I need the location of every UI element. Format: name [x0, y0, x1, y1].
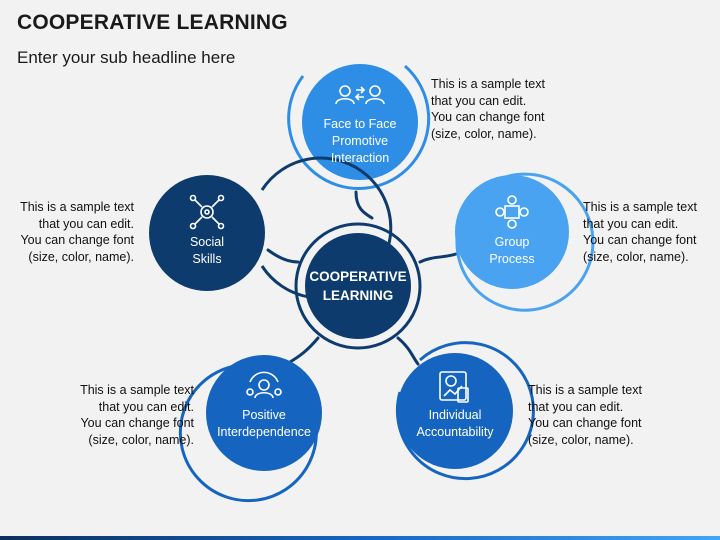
description-social: This is a sample text that you can edit.…: [4, 199, 134, 265]
social-network-icon: [189, 194, 225, 230]
description-line: that you can edit.: [528, 399, 624, 414]
node-social-label-line: Skills: [192, 252, 222, 266]
node-group-ring: [455, 172, 595, 312]
node-face-label-line: Interaction: [330, 151, 390, 165]
center-label: COOPERATIVE LEARNING: [306, 267, 410, 305]
group-network-icon: [495, 195, 529, 229]
node-social-circle: [149, 175, 265, 291]
node-positive-label-line: Positive: [242, 408, 286, 422]
description-line: You can change font: [583, 233, 697, 247]
description-line: This is a sample text: [583, 200, 697, 214]
people-exchange-icon: [335, 85, 385, 105]
description-line: This is a sample text: [528, 383, 642, 397]
connector-face: [354, 190, 374, 220]
description-line: You can change font: [80, 416, 194, 430]
description-line: that you can edit.: [38, 216, 134, 231]
node-individual-label-line: Individual: [428, 408, 482, 422]
node-positive-label-line: Interdependence: [217, 425, 311, 439]
footer-accent-bar: [0, 536, 720, 540]
node-positive-interdependence: [178, 355, 322, 503]
accountability-calculator-icon: [439, 371, 469, 403]
description-line: (size, color, name).: [528, 432, 634, 447]
node-face-ring: [287, 64, 431, 190]
description-line: (size, color, name).: [431, 126, 537, 141]
connector-group: [418, 252, 458, 264]
description-line: This is a sample text: [431, 77, 545, 91]
node-positive-ring: [178, 363, 318, 503]
node-individual-circle: [397, 353, 513, 469]
node-social-label: Social Skills: [157, 234, 257, 268]
node-group-circle: [455, 175, 569, 289]
node-individual-ring: [395, 341, 535, 481]
node-face-label-line: Face to Face: [323, 117, 397, 131]
node-social-label-line: Social: [189, 235, 225, 249]
node-face-circle: [302, 64, 418, 180]
description-line: You can change font: [431, 110, 545, 124]
node-face-label-line: Promotive: [331, 134, 389, 148]
node-group-label: Group Process: [462, 234, 562, 268]
description-line: that you can edit.: [583, 216, 679, 231]
center-label-line: COOPERATIVE: [309, 269, 407, 284]
center-ring: [294, 222, 422, 350]
description-line: that you can edit.: [98, 399, 194, 414]
description-line: (size, color, name).: [28, 249, 134, 264]
description-line: (size, color, name).: [88, 432, 194, 447]
node-face-label: Face to Face Promotive Interaction: [310, 116, 410, 167]
person-gears-icon: [246, 371, 282, 399]
description-line: (size, color, name).: [583, 249, 689, 264]
node-individual-label: Individual Accountability: [400, 407, 510, 441]
connector-social: [266, 248, 300, 264]
page-subtitle: Enter your sub headline here: [17, 48, 236, 67]
node-individual-accountability: [395, 341, 535, 481]
center-label-line: LEARNING: [322, 288, 394, 303]
description-positive: This is a sample text that you can edit.…: [60, 382, 194, 448]
node-face-to-face: [287, 64, 431, 190]
node-group-label-line: Group: [494, 235, 530, 249]
center-node: [294, 222, 422, 350]
description-line: that you can edit.: [431, 93, 527, 108]
node-positive-circle: [206, 355, 322, 471]
node-group-process: [455, 172, 595, 312]
connector-positive: [288, 336, 320, 364]
node-group-label-line: Process: [489, 252, 535, 266]
connectors: [266, 190, 458, 366]
description-line: You can change font: [20, 233, 134, 247]
description-line: This is a sample text: [20, 200, 134, 214]
description-individual: This is a sample text that you can edit.…: [528, 382, 642, 448]
connector-individual: [396, 336, 420, 366]
node-positive-label: Positive Interdependence: [207, 407, 321, 441]
description-face: This is a sample text that you can edit.…: [431, 76, 545, 142]
center-circle: [305, 233, 411, 339]
page-title: COOPERATIVE LEARNING: [17, 11, 288, 34]
node-individual-label-line: Accountability: [416, 425, 494, 439]
description-line: This is a sample text: [80, 383, 194, 397]
description-line: You can change font: [528, 416, 642, 430]
description-group: This is a sample text that you can edit.…: [583, 199, 697, 265]
